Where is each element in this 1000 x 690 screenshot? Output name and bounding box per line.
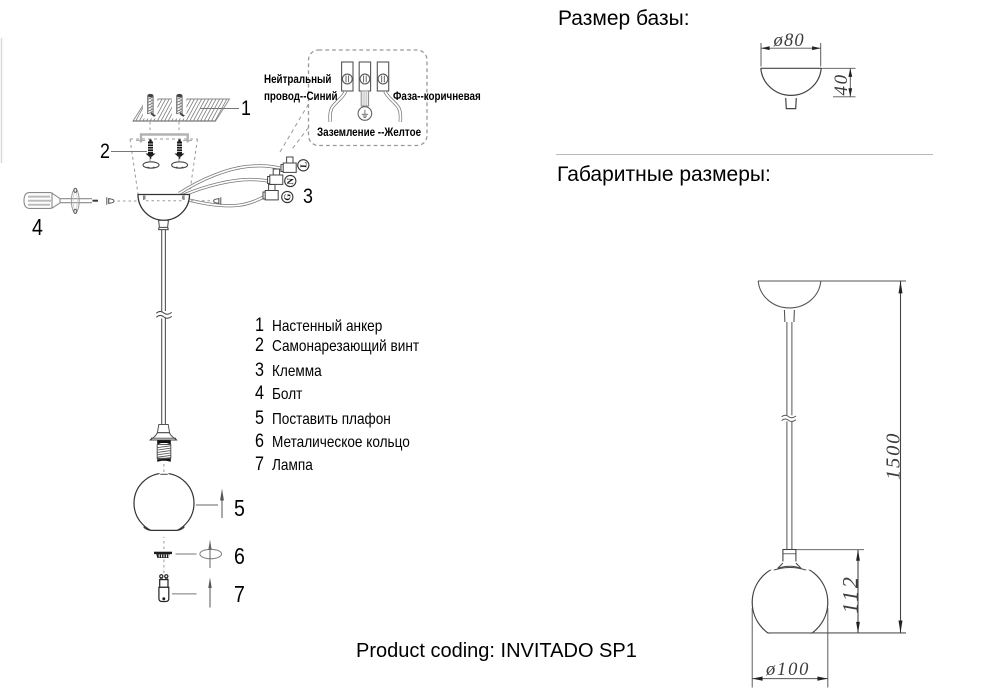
svg-text:ø80: ø80 bbox=[773, 31, 805, 51]
svg-text:ø100: ø100 bbox=[765, 660, 810, 680]
svg-text:112: 112 bbox=[838, 575, 863, 614]
svg-text:L: L bbox=[298, 162, 308, 168]
svg-text:N: N bbox=[285, 177, 295, 184]
svg-text:40: 40 bbox=[831, 73, 852, 95]
svg-text:G: G bbox=[282, 194, 292, 201]
svg-text:1500: 1500 bbox=[883, 432, 905, 480]
